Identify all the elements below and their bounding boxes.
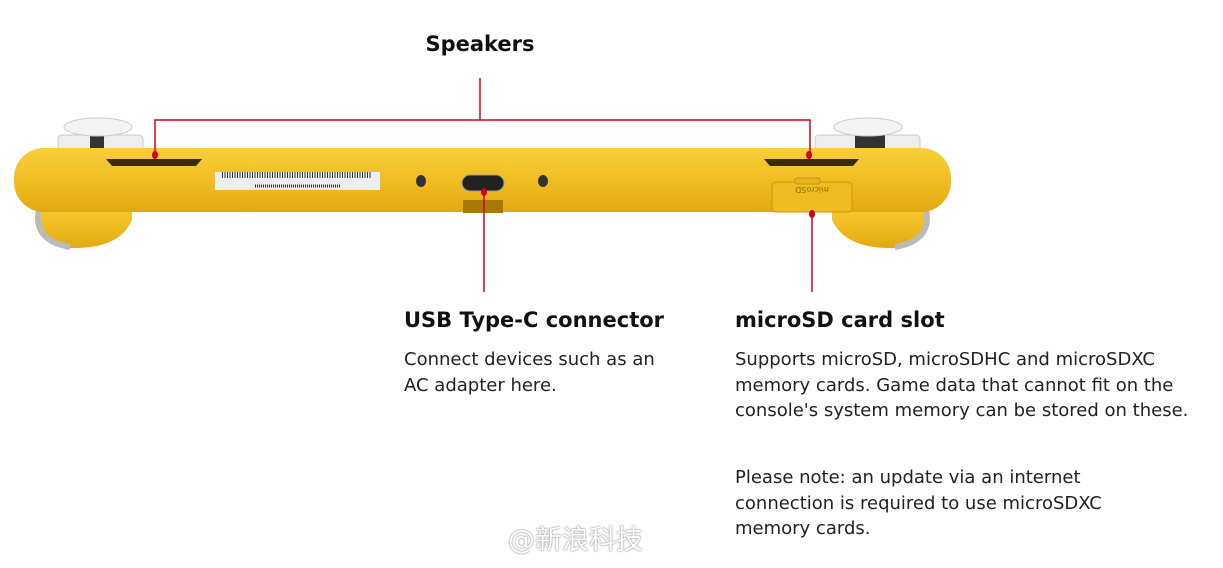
right-grip [832,200,926,249]
speaker-left-dot [152,151,158,159]
right-speaker [764,159,859,166]
left-hole [416,175,426,187]
speakers-title: Speakers [425,32,535,56]
usb-description: Connect devices such as an AC adapter he… [404,349,655,396]
serial-label [215,172,380,190]
bottom-slot [463,200,503,213]
usb-dot [481,188,487,196]
leader-lines [154,78,813,292]
microsd-dot [809,210,815,218]
watermark: @新浪科技 [508,525,643,556]
right-hole [538,175,548,187]
microsd-note: Please note: an update via an internet c… [735,467,1102,539]
right-thumbstick [814,117,921,154]
microsd-description: Supports microSD, microSDHC and microSDX… [735,349,1189,421]
usb-title: USB Type-C connector [404,308,665,332]
left-thumbstick [57,117,144,154]
microsd-cover-label: microSD [795,185,829,194]
left-grip [39,200,132,249]
left-speaker [106,159,202,166]
speaker-right-dot [806,151,812,159]
microsd-title: microSD card slot [735,308,945,332]
